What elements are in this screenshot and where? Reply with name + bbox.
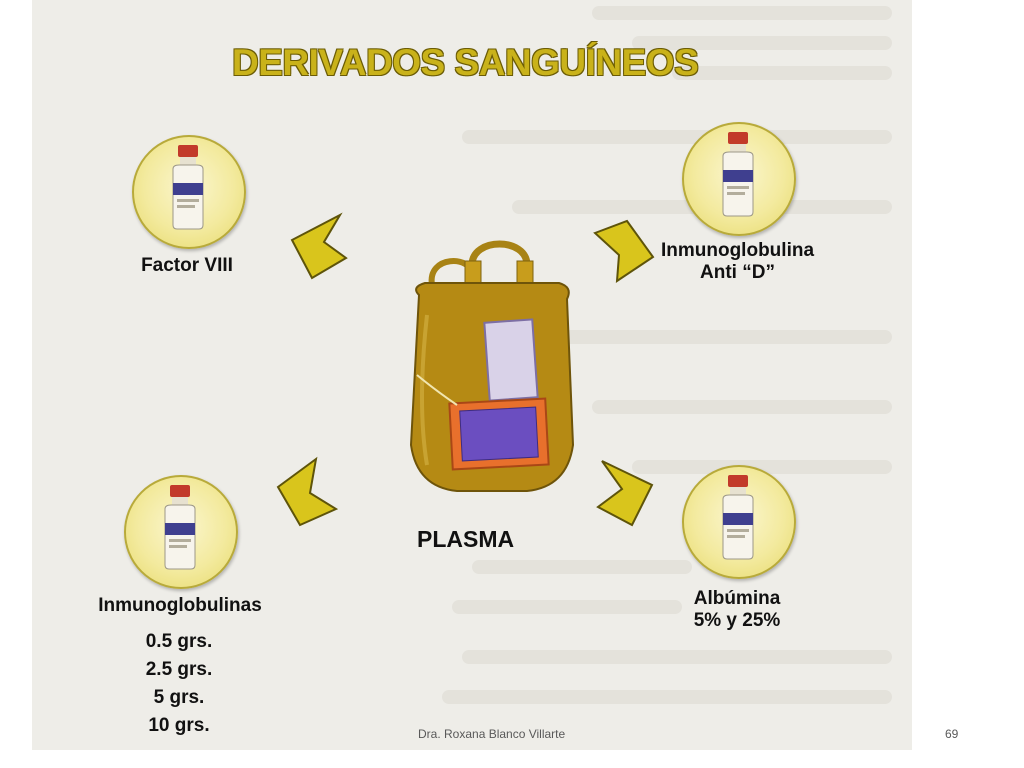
background-text	[462, 130, 892, 144]
background-text	[472, 560, 692, 574]
label-anti-d: Inmunoglobulina Anti “D”	[660, 240, 815, 283]
background-text	[552, 330, 892, 344]
background-text	[452, 600, 682, 614]
dose-value: 0.5 grs.	[145, 631, 213, 652]
medicine-vial-icon	[722, 132, 754, 217]
background-text	[462, 650, 892, 664]
dose-value: 10 grs.	[148, 715, 210, 736]
plasma-bag-icon	[409, 240, 575, 492]
background-text	[442, 690, 892, 704]
background-text	[632, 460, 892, 474]
label-albumina: Albúmina 5% y 25%	[693, 588, 781, 631]
diagram-title: DERIVADOS SANGUÍNEOS	[232, 42, 699, 83]
plasma-label: PLASMA	[417, 526, 515, 552]
footer-page-number: 69	[945, 727, 959, 741]
label-inmunoglobulinas: Inmunoglobulinas	[98, 595, 262, 616]
chevron-arrow-icon	[276, 456, 339, 527]
medicine-vial-icon	[722, 475, 754, 560]
dose-value: 2.5 grs.	[145, 659, 213, 680]
background-text	[592, 6, 892, 20]
background-text	[672, 66, 892, 80]
medicine-vial-icon	[164, 485, 196, 570]
footer-author: Dra. Roxana Blanco Villarte	[418, 727, 566, 741]
chevron-arrow-icon	[596, 460, 654, 527]
scanned-page: DERIVADOS SANGUÍNEOS PLASMA	[32, 0, 912, 750]
chevron-arrow-icon	[593, 219, 655, 283]
dose-value: 5 grs.	[153, 687, 205, 708]
chevron-arrow-icon	[290, 212, 348, 280]
label-factor-viii: Factor VIII	[141, 255, 233, 276]
background-text	[592, 400, 892, 414]
background-text	[632, 36, 892, 50]
medicine-vial-icon	[172, 145, 204, 230]
